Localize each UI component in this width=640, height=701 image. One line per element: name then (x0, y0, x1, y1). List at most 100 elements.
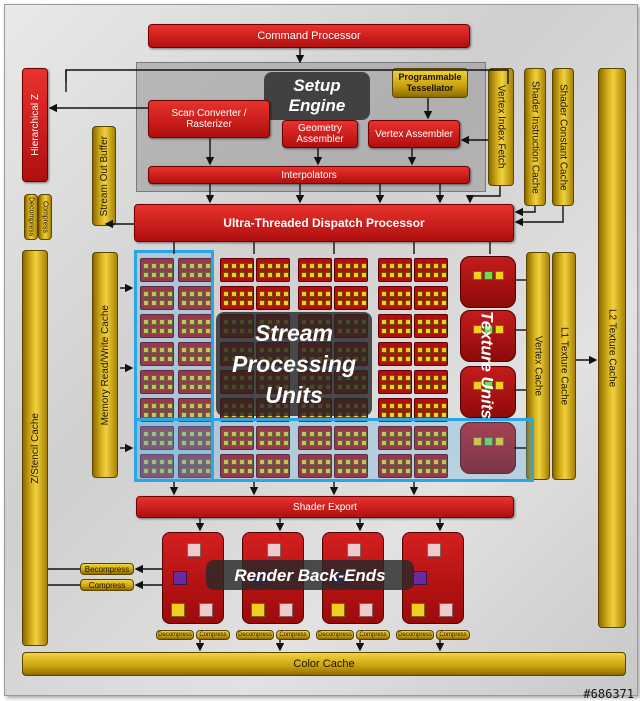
stream-core (143, 291, 149, 297)
stream-core (205, 356, 211, 362)
stream-core (205, 412, 211, 418)
stream-core (325, 440, 331, 446)
stream-core (205, 459, 211, 465)
stream-core (181, 319, 187, 325)
stream-core (441, 459, 447, 465)
stream-core (325, 468, 331, 474)
stream-core (159, 328, 165, 334)
stream-core (167, 356, 173, 362)
stream-core (205, 375, 211, 381)
simd-unit (220, 258, 254, 282)
stream-core (247, 300, 253, 306)
stream-core (223, 468, 229, 474)
stream-core (345, 459, 351, 465)
stream-core (151, 375, 157, 381)
stream-core (267, 440, 273, 446)
stream-core (353, 459, 359, 465)
stream-core (205, 319, 211, 325)
interpolators: Interpolators (148, 166, 470, 184)
stream-core (441, 328, 447, 334)
stream-core (397, 319, 403, 325)
simd-unit (414, 314, 448, 338)
stream-core (167, 412, 173, 418)
vertex-index-fetch-label: Vertex Index Fetch (495, 85, 507, 169)
stream-core (247, 291, 253, 297)
rbe-compress: Compress (276, 630, 310, 640)
stream-core (417, 459, 423, 465)
simd-unit (378, 258, 412, 282)
texture-unit (460, 256, 516, 308)
stream-core (223, 291, 229, 297)
stream-core (361, 263, 367, 269)
l2-texture-cache-label: L2 Texture Cache (606, 308, 618, 388)
stream-core (397, 440, 403, 446)
stream-core (167, 440, 173, 446)
render-back-end (402, 532, 464, 624)
rbe-compress: Compress (196, 630, 230, 640)
stream-core (205, 403, 211, 409)
stream-core (433, 300, 439, 306)
stream-core (425, 403, 431, 409)
simd-unit (414, 370, 448, 394)
texture-units-label: Texture Units (462, 300, 512, 430)
shader-instruction-cache: Shader Instruction Cache (524, 68, 546, 206)
stream-core (159, 468, 165, 474)
stream-core (425, 440, 431, 446)
rbe-block (171, 603, 185, 617)
stream-core (259, 440, 265, 446)
stream-core (433, 291, 439, 297)
rbe-block (359, 603, 373, 617)
stream-core (167, 291, 173, 297)
stream-core (205, 328, 211, 334)
simd-unit (178, 342, 212, 366)
stream-core (397, 328, 403, 334)
compress-box: Compress (80, 579, 134, 591)
stream-core (389, 356, 395, 362)
stream-core (275, 468, 281, 474)
stream-core (189, 328, 195, 334)
stream-core (345, 468, 351, 474)
simd-unit (414, 342, 448, 366)
stream-core (441, 347, 447, 353)
stream-core (317, 440, 323, 446)
stream-core (425, 328, 431, 334)
stream-core (197, 347, 203, 353)
stream-core (309, 431, 315, 437)
stream-core (353, 468, 359, 474)
rbe-decompress: Decompress (156, 630, 194, 640)
stream-core (317, 300, 323, 306)
stream-core (381, 263, 387, 269)
stream-core (189, 468, 195, 474)
stream-core (325, 272, 331, 278)
stream-core (433, 403, 439, 409)
stream-core (381, 291, 387, 297)
stream-core (389, 300, 395, 306)
stream-core (189, 347, 195, 353)
stream-core (205, 300, 211, 306)
stream-core (389, 347, 395, 353)
vertex-cache-label: Vertex Cache (532, 335, 544, 397)
stream-core (151, 356, 157, 362)
stream-core (159, 412, 165, 418)
rbe-block (411, 603, 425, 617)
stream-core (143, 263, 149, 269)
simd-unit (298, 258, 332, 282)
rbe-decompress: Decompress (236, 630, 274, 640)
stream-core (267, 272, 273, 278)
stream-core (405, 319, 411, 325)
simd-unit (378, 370, 412, 394)
stream-core (433, 263, 439, 269)
stream-core (337, 263, 343, 269)
stream-core (151, 291, 157, 297)
stream-out-buffer-label: Stream Out Buffer (98, 135, 110, 217)
stream-core (151, 431, 157, 437)
stream-core (231, 300, 237, 306)
stream-core (433, 412, 439, 418)
stream-core (239, 440, 245, 446)
simd-unit (178, 426, 212, 450)
stream-core (167, 403, 173, 409)
stream-core (301, 459, 307, 465)
stream-core (167, 347, 173, 353)
stream-core (159, 356, 165, 362)
stream-core (397, 263, 403, 269)
